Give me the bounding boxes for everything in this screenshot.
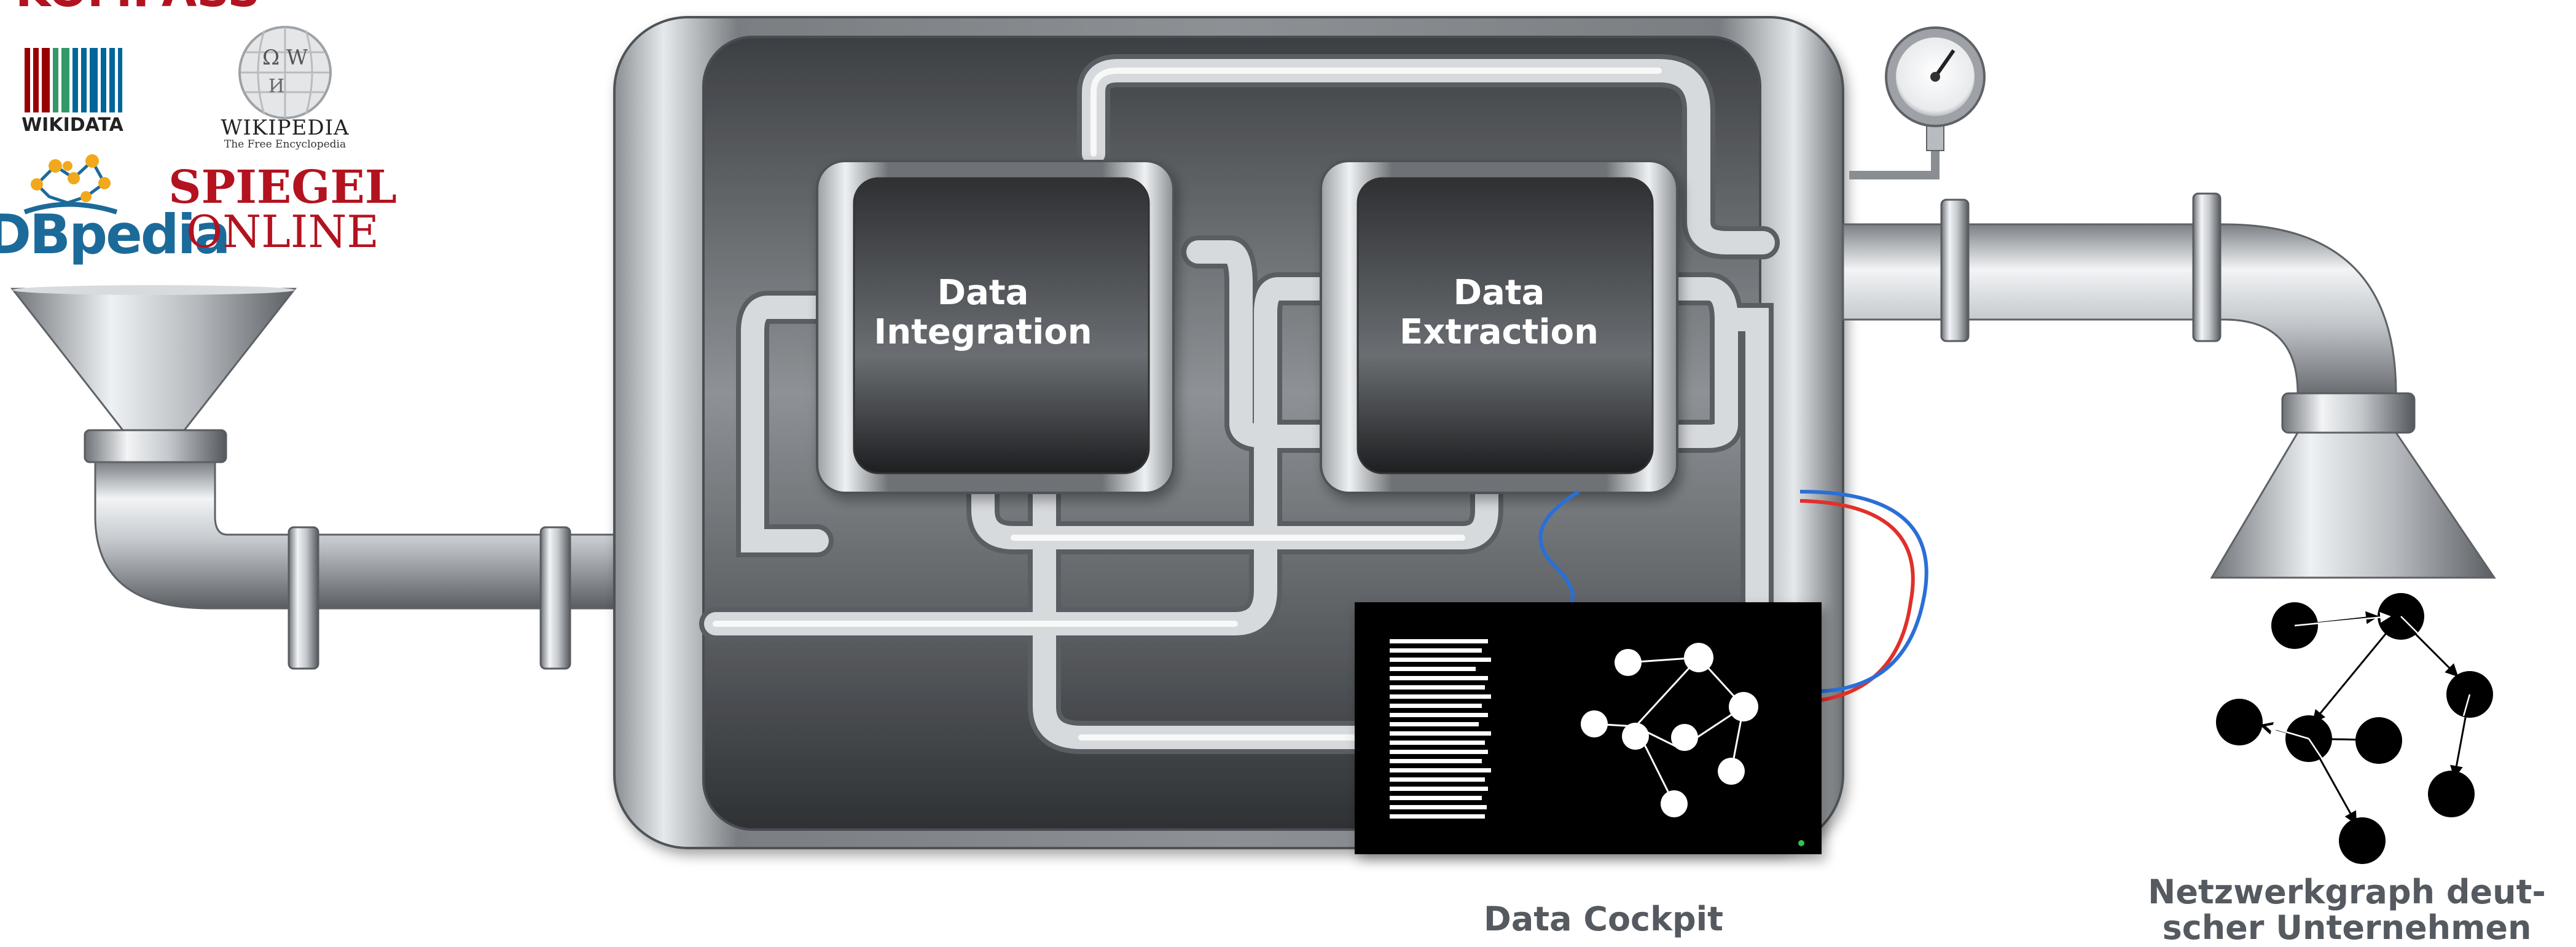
graph-node: [2339, 817, 2386, 864]
graph-node: [2428, 771, 2475, 817]
wikipedia-globe-icon: Ω W И: [238, 26, 335, 119]
network-graph-caption: Netzwerkgraph deut- scher Unternehmen: [2126, 874, 2568, 946]
data-integration-line1: Data: [937, 273, 1029, 313]
data-integration-line2: Integration: [874, 312, 1092, 352]
company-network-graph: [2216, 593, 2493, 864]
data-extraction-line1: Data: [1453, 273, 1545, 313]
spiegel-label: SPIEGEL: [168, 161, 397, 214]
cockpit-mini-graph: [1594, 656, 1745, 804]
cockpit-status-led: [1798, 840, 1804, 846]
dbpedia-network-icon: [23, 154, 118, 214]
output-funnel: [2210, 431, 2496, 579]
data-extraction-label: Data Extraction: [1339, 273, 1659, 352]
data-cockpit-caption: Data Cockpit: [1484, 900, 1723, 938]
wikipedia-label: WIKIPEDIA: [221, 116, 349, 140]
svg-text:Ω W: Ω W: [262, 45, 308, 70]
cockpit-log-lines: [1390, 639, 1491, 819]
wikidata-logo-icon: [25, 48, 122, 112]
data-integration-label: Data Integration: [823, 273, 1143, 352]
data-cockpit-screen: [1355, 602, 1822, 854]
kompass-logo: KOMPASS: [15, 0, 260, 17]
data-extraction-tank: [1320, 160, 1678, 494]
cockpit-mini-nodes: [1581, 643, 1758, 817]
internal-pipes: [699, 54, 1780, 754]
input-pipe: [94, 461, 640, 670]
dbpedia-label: DBpedia: [0, 203, 229, 266]
wikipedia-sub-label: The Free Encyclopedia: [224, 138, 346, 151]
spiegel-online-label: ONLINE: [186, 206, 379, 257]
network-graph-caption-line1: Netzwerkgraph deut-: [2148, 873, 2546, 911]
svg-text:И: И: [268, 76, 284, 97]
network-graph-caption-line2: scher Unternehmen: [2162, 908, 2532, 947]
data-integration-tank: [816, 160, 1175, 494]
source-logos: KOMPASS WIKIDATA Ω W И WIKIPEDIA The Fr: [0, 0, 397, 266]
output-pipe: [1842, 192, 2416, 434]
data-extraction-line2: Extraction: [1399, 312, 1599, 352]
graph-node: [2216, 699, 2263, 745]
pressure-gauge-icon: [1849, 26, 1986, 179]
wikidata-label: WIKIDATA: [22, 114, 124, 136]
graph-node: [2355, 717, 2402, 764]
input-funnel: [10, 285, 297, 463]
